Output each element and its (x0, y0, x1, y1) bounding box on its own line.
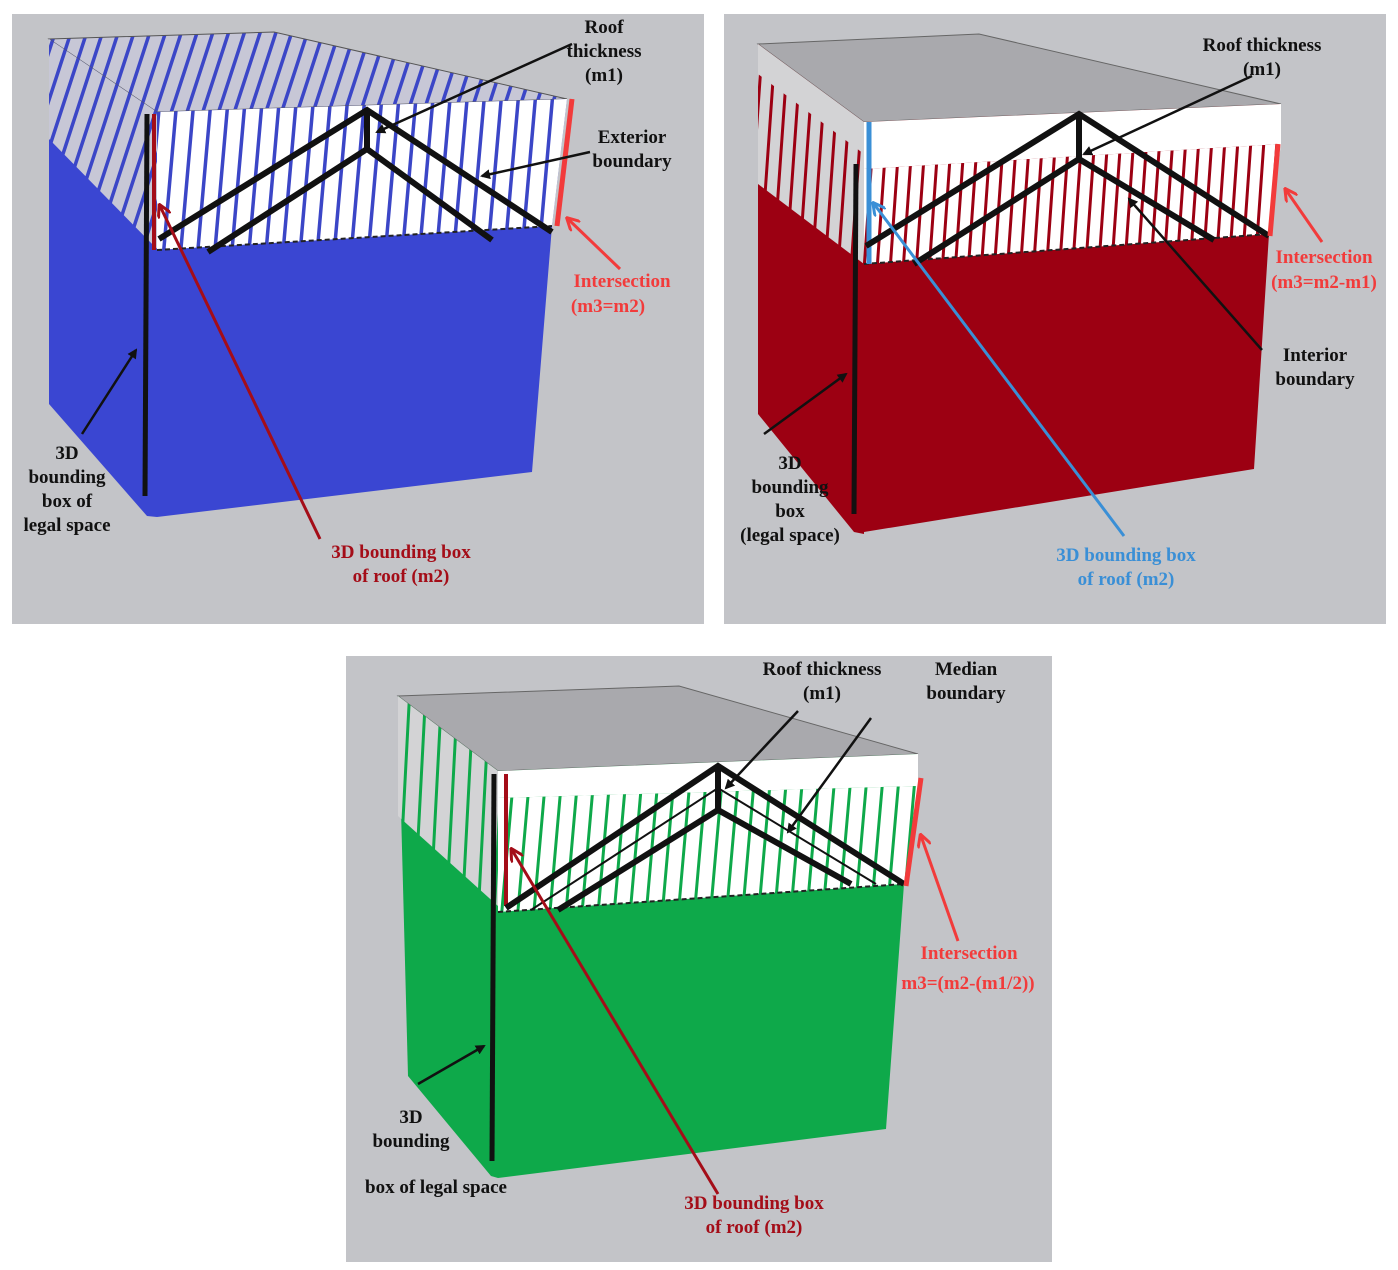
roof-box-arrow (874, 204, 1126, 537)
legal-space-edge (851, 163, 859, 515)
boundary-label: Exterior boundary (592, 127, 672, 172)
front-roof-band (157, 99, 567, 250)
panel-median-boundary: Roof thickness (m1) Median boundary Inte… (346, 656, 1052, 1262)
roof-truss (864, 110, 1271, 267)
roof-box-label: 3D bounding box of roof (m2) (1056, 545, 1196, 590)
legal-space-arrow (417, 1044, 486, 1086)
intersection-bar (903, 777, 924, 887)
intersection-title: Intersection (1275, 247, 1373, 268)
panel-a-drawing (47, 31, 622, 540)
intersection-formula: (m3=m2) (570, 296, 646, 317)
roof-box-arrow (512, 850, 720, 1195)
legal-space-label-bottom: box of legal space (365, 1177, 507, 1198)
roof-thickness-arrow (724, 710, 799, 790)
panel-c-drawing (396, 685, 960, 1195)
roof-thickness-arrow (1082, 74, 1253, 156)
legal-space-label: 3D bounding box (legal space) (740, 453, 840, 546)
intersection-arrow (1286, 190, 1324, 243)
legal-space-edge (142, 113, 150, 497)
panel-interior-boundary: Roof thickness (m1) Interior boundary In… (724, 14, 1386, 624)
intersection-title: Intersection (573, 271, 671, 292)
boundary-arrow (480, 150, 591, 180)
intersection-title: Intersection (920, 943, 1018, 964)
roof-box-label: 3D bounding box of roof (m2) (331, 542, 471, 587)
intersection-bar (1267, 143, 1281, 237)
roof-thickness-label: Roof thickness (m1) (762, 659, 882, 704)
legal-space-edge (489, 773, 497, 1162)
roof-box-label: 3D bounding box of roof (m2) (684, 1193, 824, 1238)
median-line (530, 786, 877, 911)
boundary-label: Median boundary (926, 659, 1006, 704)
legal-space-label: 3D bounding box of legal space (23, 443, 111, 536)
left-face-intersection-band (758, 74, 864, 264)
intersection-arrow (568, 219, 622, 271)
panel-exterior-boundary: Roof thickness (m1) Exterior boundary In… (12, 14, 704, 624)
intersection-formula: m3=(m2-(m1/2)) (901, 973, 1035, 994)
left-face-roof-band (398, 696, 498, 906)
panel-b-drawing (756, 33, 1324, 537)
legal-space-label-top: 3D bounding (372, 1107, 450, 1152)
front-roof-thickness-band (864, 104, 1281, 169)
intersection-formula: (m3=m2-m1) (1271, 272, 1377, 293)
boundary-arrow (786, 717, 873, 834)
roof-box-arrow (160, 206, 322, 540)
boundary-label: Interior boundary (1275, 345, 1355, 390)
intersection-arrow (921, 836, 960, 942)
roof-thickness-arrow (375, 42, 573, 134)
legal-space-arrow (763, 372, 848, 436)
roof-truss (157, 106, 554, 255)
intersection-bar (554, 98, 575, 227)
roof-thickness-label: Roof thickness (m1) (566, 17, 642, 86)
boundary-arrow (1127, 197, 1263, 351)
left-face-roof-band (49, 39, 157, 249)
legal-space-arrow (80, 348, 138, 435)
roof-thickness-label: Roof thickness (m1) (1202, 35, 1322, 80)
